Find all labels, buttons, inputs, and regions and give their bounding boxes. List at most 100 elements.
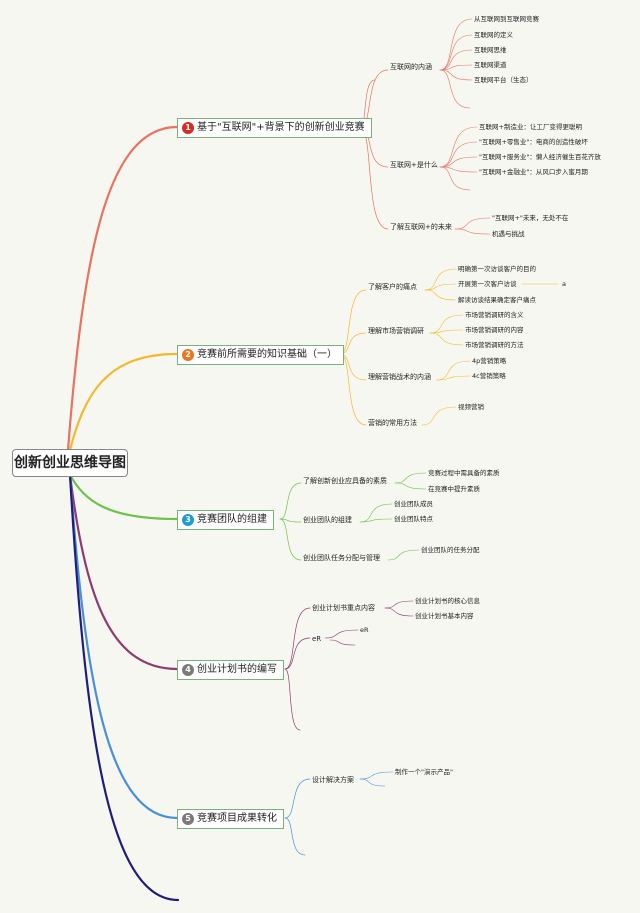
- connector-line: [439, 69, 473, 81]
- topic-marketing-tactics[interactable]: 理解营销战术的内涵: [368, 373, 431, 381]
- connector-line: [439, 166, 471, 191]
- root-node[interactable]: 创新创业思维导图: [12, 449, 128, 477]
- leaf-item[interactable]: "互联网+零售业"：电商的创造性破坏: [479, 138, 588, 146]
- branch-node-4[interactable]: 4 创业计划书的编写: [177, 660, 284, 680]
- connector-line: [436, 375, 471, 381]
- extra-note[interactable]: a: [562, 280, 566, 288]
- main-branch-1: [66, 125, 179, 452]
- connector-line: [284, 668, 301, 731]
- main-branch-3: [68, 473, 179, 521]
- topic-task-allocation[interactable]: 创业团队任务分配与管理: [303, 554, 380, 562]
- leaf-item[interactable]: "互联网+服务业"：懒人经济催生百花齐放: [479, 153, 601, 161]
- connector-line: [439, 18, 473, 71]
- branch-title-4: 创业计划书的编写: [197, 664, 277, 675]
- branch-node-2[interactable]: 2 竞赛前所需要的知识基础（一）: [177, 345, 344, 365]
- topic-business-plan-key[interactable]: 创业计划书重点内容: [312, 604, 375, 612]
- leaf-item[interactable]: 从互联网到互联网竞赛: [474, 15, 539, 23]
- connector-line: [439, 126, 478, 168]
- connector-line: [439, 156, 478, 168]
- connector-line: [329, 639, 356, 646]
- connector-line: [359, 771, 394, 780]
- leaf-item[interactable]: 在竞赛中提升素质: [428, 485, 480, 493]
- leaf-item[interactable]: 互联网的定义: [474, 31, 513, 39]
- leaf-item[interactable]: 互联网渠道: [474, 61, 507, 69]
- leaf-item[interactable]: 明确第一次访谈客户的目的: [458, 265, 536, 273]
- connector-line: [439, 49, 473, 71]
- connector-line: [439, 166, 478, 173]
- topic-what-is-internet-plus[interactable]: 互联网+是什么: [390, 161, 438, 169]
- topic-entrepreneur-qualities[interactable]: 了解创新创业应具备的素质: [303, 477, 387, 485]
- branch-title-5: 竞赛项目成果转化: [197, 813, 277, 824]
- topic-customer-pain-points[interactable]: 了解客户的痛点: [368, 283, 417, 291]
- leaf-item[interactable]: "互联网+金融业"：从风口步入蜜月期: [479, 168, 588, 176]
- connector-line: [359, 503, 393, 523]
- topic-internet-connotation[interactable]: 互联网的内涵: [390, 63, 432, 71]
- leaf-item[interactable]: 制作一个"演示产品": [395, 768, 453, 776]
- connector-line: [394, 472, 427, 484]
- branch-node-5[interactable]: 5 竞赛项目成果转化: [177, 809, 284, 829]
- main-branch-4: [68, 473, 179, 671]
- main-branch-5: [68, 473, 179, 820]
- branch-title-3: 竞赛团队的组建: [197, 514, 267, 525]
- leaf-item[interactable]: 视频营销: [458, 403, 484, 411]
- topic-market-research[interactable]: 理解市场营销调研: [368, 327, 424, 335]
- topic-design-solution[interactable]: 设计解决方案: [312, 776, 354, 784]
- topic-marketing-methods[interactable]: 营销的常用方法: [368, 419, 417, 427]
- leaf-item[interactable]: 解读访谈结果确定客户痛点: [458, 296, 536, 304]
- connector-line: [384, 600, 414, 609]
- leaf-item[interactable]: 创业计划书基本内容: [415, 612, 474, 620]
- connector-line: [429, 329, 464, 334]
- leaf-item[interactable]: 开展第一次客户访谈: [458, 280, 517, 288]
- leaf-item[interactable]: 创业团队的任务分配: [421, 546, 480, 554]
- leaf-item[interactable]: 4p营销策略: [472, 357, 507, 365]
- main-branch-2: [68, 352, 179, 452]
- connector-line: [279, 518, 302, 523]
- number-badge-3: 3: [182, 514, 194, 526]
- connector-line: [279, 518, 302, 561]
- leaf-item[interactable]: 4c营销策略: [472, 372, 506, 380]
- connector-line: [439, 69, 471, 109]
- leaf-item[interactable]: 互联网平台（生态）: [474, 76, 533, 84]
- connector-line: [439, 64, 473, 71]
- connector-line: [439, 141, 478, 168]
- connector-line: [384, 607, 414, 617]
- connector-line: [284, 607, 311, 670]
- leaf-item[interactable]: 市场营销调研的含义: [465, 311, 524, 319]
- connector-line: [324, 629, 359, 639]
- connector-line: [439, 34, 473, 71]
- connector-line: [454, 228, 491, 235]
- connector-line: [436, 360, 471, 381]
- main-branch-bottom: [68, 473, 180, 902]
- leaf-item[interactable]: "互联网+"未来，无处不在: [492, 214, 569, 222]
- connector-line: [394, 482, 427, 490]
- connector-line: [284, 778, 311, 819]
- leaf-item[interactable]: eR: [360, 626, 369, 634]
- connector-line: [387, 549, 420, 561]
- leaf-item[interactable]: 市场营销调研的方法: [465, 341, 524, 349]
- leaf-item[interactable]: 创业计划书的核心信息: [415, 597, 480, 605]
- leaf-item[interactable]: 创业团队特点: [394, 515, 433, 523]
- leaf-item[interactable]: 创业团队成员: [394, 500, 433, 508]
- connector-line: [284, 637, 311, 670]
- connector-line: [359, 126, 389, 230]
- leaf-item[interactable]: 竞赛过程中需具备的素质: [428, 469, 500, 477]
- topic-internet-plus-future[interactable]: 了解互联网+的未来: [390, 223, 452, 231]
- leaf-item[interactable]: 互联网思维: [474, 46, 507, 54]
- leaf-item[interactable]: 市场营销调研的内容: [465, 326, 524, 334]
- leaf-item[interactable]: 机遇与挑战: [492, 230, 525, 238]
- connector-line: [424, 268, 457, 291]
- leaf-item[interactable]: 互联网+制造业：让工厂变得更聪明: [479, 123, 582, 131]
- number-badge-5: 5: [182, 813, 194, 825]
- branch-node-3[interactable]: 3 竞赛团队的组建: [177, 510, 274, 530]
- branch-title-1: 基于"互联网"+背景下的创新创业竞赛: [197, 122, 365, 133]
- connector-line: [454, 217, 491, 230]
- connector-line: [429, 332, 464, 346]
- connector-line: [279, 482, 302, 520]
- number-badge-4: 4: [182, 664, 194, 676]
- topic-team-building[interactable]: 创业团队的组建: [303, 516, 352, 524]
- topic-er[interactable]: eR: [312, 635, 322, 643]
- branch-node-1[interactable]: 1 基于"互联网"+背景下的创新创业竞赛: [177, 118, 372, 138]
- number-badge-2: 2: [182, 349, 194, 361]
